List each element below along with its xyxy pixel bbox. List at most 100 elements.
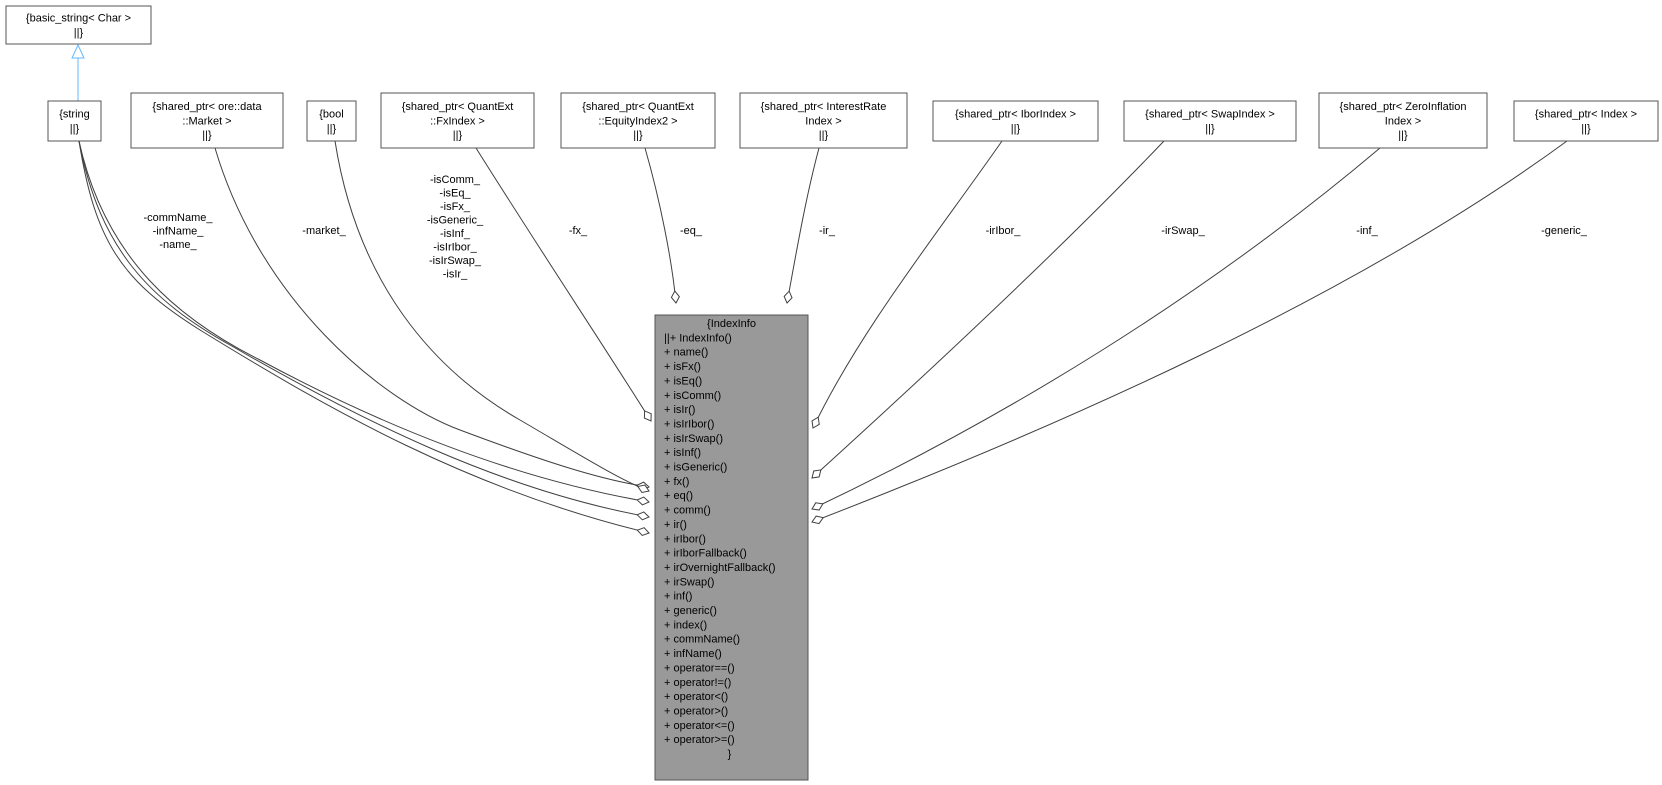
class-box-equityindex[interactable]: {shared_ptr< QuantExt::EquityIndex2 >||} xyxy=(560,92,716,149)
association-edge-interestrate xyxy=(786,147,820,304)
class-box-line: ||} xyxy=(1581,123,1591,135)
aggregation-diamond-string xyxy=(636,511,650,521)
member-function: + infName() xyxy=(664,648,722,660)
member-function: + ir() xyxy=(664,519,687,531)
association-edge-market xyxy=(214,147,650,488)
member-function: + inf() xyxy=(664,591,692,603)
class-box-line: ||} xyxy=(202,130,212,142)
edge-label-bool: -isInf_ xyxy=(440,228,471,240)
member-function: + generic() xyxy=(664,605,717,617)
edge-label-bool: -isFx_ xyxy=(440,201,471,213)
class-box-line: {shared_ptr< SwapIndex > xyxy=(1145,109,1275,121)
edge-label-market: -market_ xyxy=(302,225,346,237)
edge-label-bool: -isGeneric_ xyxy=(427,215,484,227)
class-box-fxindex[interactable]: {shared_ptr< QuantExt::FxIndex >||} xyxy=(380,92,535,149)
association-edge-zeroinflation xyxy=(811,147,1381,510)
aggregation-diamond-interestrate xyxy=(783,290,793,304)
edge-label-index: -generic_ xyxy=(1541,225,1588,237)
association-edge-fxindex xyxy=(475,147,652,422)
class-box-line: ::Market > xyxy=(182,115,231,127)
class-box-line: ||} xyxy=(633,130,643,142)
class-box-line: {basic_string< Char > xyxy=(26,13,131,25)
aggregation-diamond-string xyxy=(636,496,650,506)
class-box-line: {bool xyxy=(319,109,343,121)
member-function: + irSwap() xyxy=(664,576,714,588)
edge-label-bool: -isComm_ xyxy=(430,174,481,186)
member-function: + operator>() xyxy=(664,705,728,717)
member-function: + irIbor() xyxy=(664,533,706,545)
member-function: + operator<=() xyxy=(664,720,735,732)
edge-label-bool: -isIrIbor_ xyxy=(433,242,477,254)
class-box-market[interactable]: {shared_ptr< ore::data::Market >||} xyxy=(130,92,284,149)
aggregation-diamond-equityindex xyxy=(670,290,680,304)
association-edge-swapindex xyxy=(811,140,1165,479)
main-class-closing: } xyxy=(728,749,732,761)
class-box-line: Index > xyxy=(1385,115,1421,127)
class-box-iborindex[interactable]: {shared_ptr< IborIndex > ||} xyxy=(932,100,1099,142)
class-box-line: ||} xyxy=(70,123,80,135)
class-box-string[interactable]: {string ||} xyxy=(47,100,102,142)
aggregation-diamond-bool xyxy=(637,484,650,494)
inheritance-arrow-icon xyxy=(71,43,85,59)
class-box-line: Index > xyxy=(805,115,841,127)
member-function: + operator==() xyxy=(664,662,735,674)
class-box-basic-string[interactable]: {basic_string< Char > ||} xyxy=(5,5,152,45)
edge-label-fxindex: -fx_ xyxy=(569,225,588,237)
member-function: + operator>=() xyxy=(664,734,735,746)
class-box-line: ||} xyxy=(74,27,84,39)
member-function: + name() xyxy=(664,347,708,359)
class-box-line: ::FxIndex > xyxy=(430,115,485,127)
edge-label-equityindex: -eq_ xyxy=(680,225,703,237)
class-box-line: {shared_ptr< QuantExt xyxy=(402,101,514,113)
aggregation-diamond-zeroinflation xyxy=(811,502,824,511)
edge-label-bool: -isEq_ xyxy=(439,188,471,200)
class-box-line: {shared_ptr< ZeroInflation xyxy=(1340,101,1467,113)
edge-label-string: -commName_ xyxy=(143,212,213,224)
aggregation-diamond-iborindex xyxy=(811,416,820,429)
edge-label-string: -name_ xyxy=(159,239,197,251)
association-edge-string xyxy=(78,140,650,503)
edge-label-iborindex: -irIbor_ xyxy=(986,225,1022,237)
class-box-line: ||} xyxy=(1398,130,1408,142)
member-function: + isGeneric() xyxy=(664,462,727,474)
edge-label-bool: -isIr_ xyxy=(443,269,468,281)
edge-label-string: -infName_ xyxy=(153,226,205,238)
class-box-index-info[interactable]: {IndexInfo||+ IndexInfo()+ name()+ isFx(… xyxy=(654,314,809,781)
aggregation-diamond-fxindex xyxy=(643,410,652,422)
edge-label-swapindex: -irSwap_ xyxy=(1161,225,1205,237)
association-edge-index xyxy=(811,140,1568,523)
member-function: + eq() xyxy=(664,490,693,502)
class-box-index[interactable]: {shared_ptr< Index > ||} xyxy=(1513,100,1659,142)
class-box-swapindex[interactable]: {shared_ptr< SwapIndex > ||} xyxy=(1123,100,1297,142)
member-function: + fx() xyxy=(664,476,689,488)
member-function: + irOvernightFallback() xyxy=(664,562,776,574)
member-function: ||+ IndexInfo() xyxy=(664,332,732,344)
member-function: + isIrIbor() xyxy=(664,418,714,430)
member-function: + operator!=() xyxy=(664,677,731,689)
class-box-line: {shared_ptr< ore::data xyxy=(152,101,262,113)
class-box-bool[interactable]: {bool||} xyxy=(306,100,357,142)
member-function: + irIborFallback() xyxy=(664,548,747,560)
edge-label-zeroinflation: -inf_ xyxy=(1356,225,1378,237)
class-box-line: {shared_ptr< QuantExt xyxy=(582,101,694,113)
association-edge-bool xyxy=(334,140,650,492)
class-box-line: ||} xyxy=(1205,123,1215,135)
class-box-line: ||} xyxy=(453,130,463,142)
edge-label-bool: -isIrSwap_ xyxy=(429,255,482,267)
member-function: + isIrSwap() xyxy=(664,433,723,445)
class-box-line: {string xyxy=(59,109,90,121)
member-function: + isFx() xyxy=(664,361,701,373)
class-box-line: {shared_ptr< Index > xyxy=(1535,109,1637,121)
association-edge-string xyxy=(78,140,650,534)
member-function: + index() xyxy=(664,619,707,631)
association-edge-string xyxy=(78,140,650,518)
association-edge-iborindex xyxy=(812,140,1003,429)
aggregation-diamond-index xyxy=(811,515,825,525)
member-function: + commName() xyxy=(664,634,740,646)
class-box-line: {shared_ptr< IborIndex > xyxy=(955,109,1076,121)
aggregation-diamond-string xyxy=(636,527,650,537)
class-box-line: ||} xyxy=(1011,123,1021,135)
